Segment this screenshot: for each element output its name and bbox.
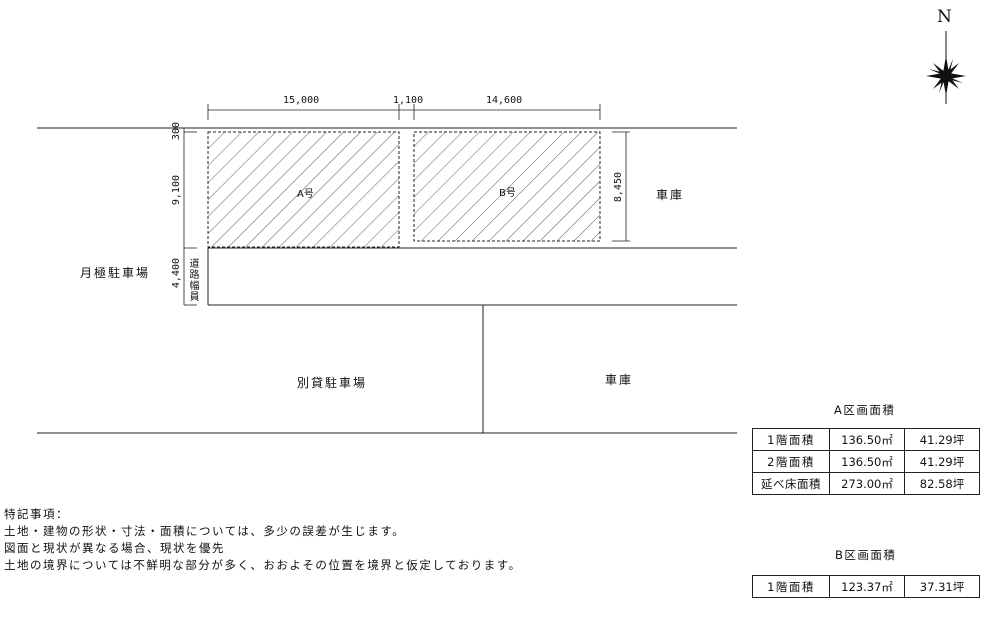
- area-b-title: B区画面積: [835, 548, 897, 562]
- top-dimension: [207, 104, 601, 120]
- table-row: 延べ床面積 273.00㎡ 82.58坪: [752, 472, 980, 495]
- area-a-table: 1階面積 136.50㎡ 41.29坪 2階面積 136.50㎡ 41.29坪 …: [752, 428, 980, 495]
- plot-b: [413, 131, 601, 242]
- row-label: 2階面積: [752, 450, 830, 473]
- plot-a: [207, 131, 400, 248]
- row-label: 延べ床面積: [752, 472, 830, 495]
- notes-line: 土地・建物の形状・寸法・面積については、多少の誤差が生じます。: [4, 524, 406, 538]
- garage-label-top: 車庫: [656, 188, 685, 202]
- dimension-a-depth: 9,100: [171, 175, 182, 206]
- area-b-table: 1階面積 123.37㎡ 37.31坪: [752, 575, 980, 598]
- compass-rose-icon: [926, 31, 966, 104]
- other-parking-label: 別貸駐車場: [297, 376, 368, 390]
- row-tsubo: 41.29坪: [904, 450, 980, 473]
- notes-title: 特記事項：: [4, 507, 69, 521]
- row-tsubo: 41.29坪: [904, 428, 980, 451]
- monthly-parking-label: 月極駐車場: [80, 266, 151, 280]
- table-row: 1階面積 123.37㎡ 37.31坪: [752, 575, 980, 598]
- dimension-b-width: 14,600: [486, 95, 523, 106]
- table-row: 2階面積 136.50㎡ 41.29坪: [752, 450, 980, 473]
- row-tsubo: 82.58坪: [904, 472, 980, 495]
- row-sqm: 136.50㎡: [829, 428, 905, 451]
- boundary-lines: [37, 127, 737, 434]
- row-label: 1階面積: [752, 575, 830, 598]
- dimension-b-depth: 8,450: [613, 172, 624, 203]
- road-width-label: 道路幅員: [187, 258, 198, 302]
- right-dimension: [612, 131, 630, 242]
- row-tsubo: 37.31坪: [904, 575, 980, 598]
- dimension-setback: 300: [171, 122, 182, 141]
- notes-line: 図面と現状が異なる場合、現状を優先: [4, 541, 225, 555]
- area-a-title: A区画面積: [834, 403, 896, 417]
- notes-line: 土地の境界については不鮮明な部分が多く、おおよその位置を境界と仮定しております。: [4, 558, 522, 572]
- row-label: 1階面積: [752, 428, 830, 451]
- garage-label-bottom: 車庫: [605, 373, 634, 387]
- left-dimension: [183, 127, 197, 306]
- row-sqm: 273.00㎡: [829, 472, 905, 495]
- special-notes: 特記事項： 土地・建物の形状・寸法・面積については、多少の誤差が生じます。 図面…: [4, 506, 522, 574]
- row-sqm: 123.37㎡: [829, 575, 905, 598]
- dimension-a-width: 15,000: [283, 95, 320, 106]
- dimension-road-width: 4,400: [171, 258, 182, 289]
- plot-b-label: B号: [499, 188, 516, 199]
- table-row: 1階面積 136.50㎡ 41.29坪: [752, 428, 980, 451]
- row-sqm: 136.50㎡: [829, 450, 905, 473]
- north-label: N: [937, 7, 952, 27]
- dimension-gap-width: 1,100: [393, 95, 424, 106]
- plot-a-label: A号: [297, 189, 314, 200]
